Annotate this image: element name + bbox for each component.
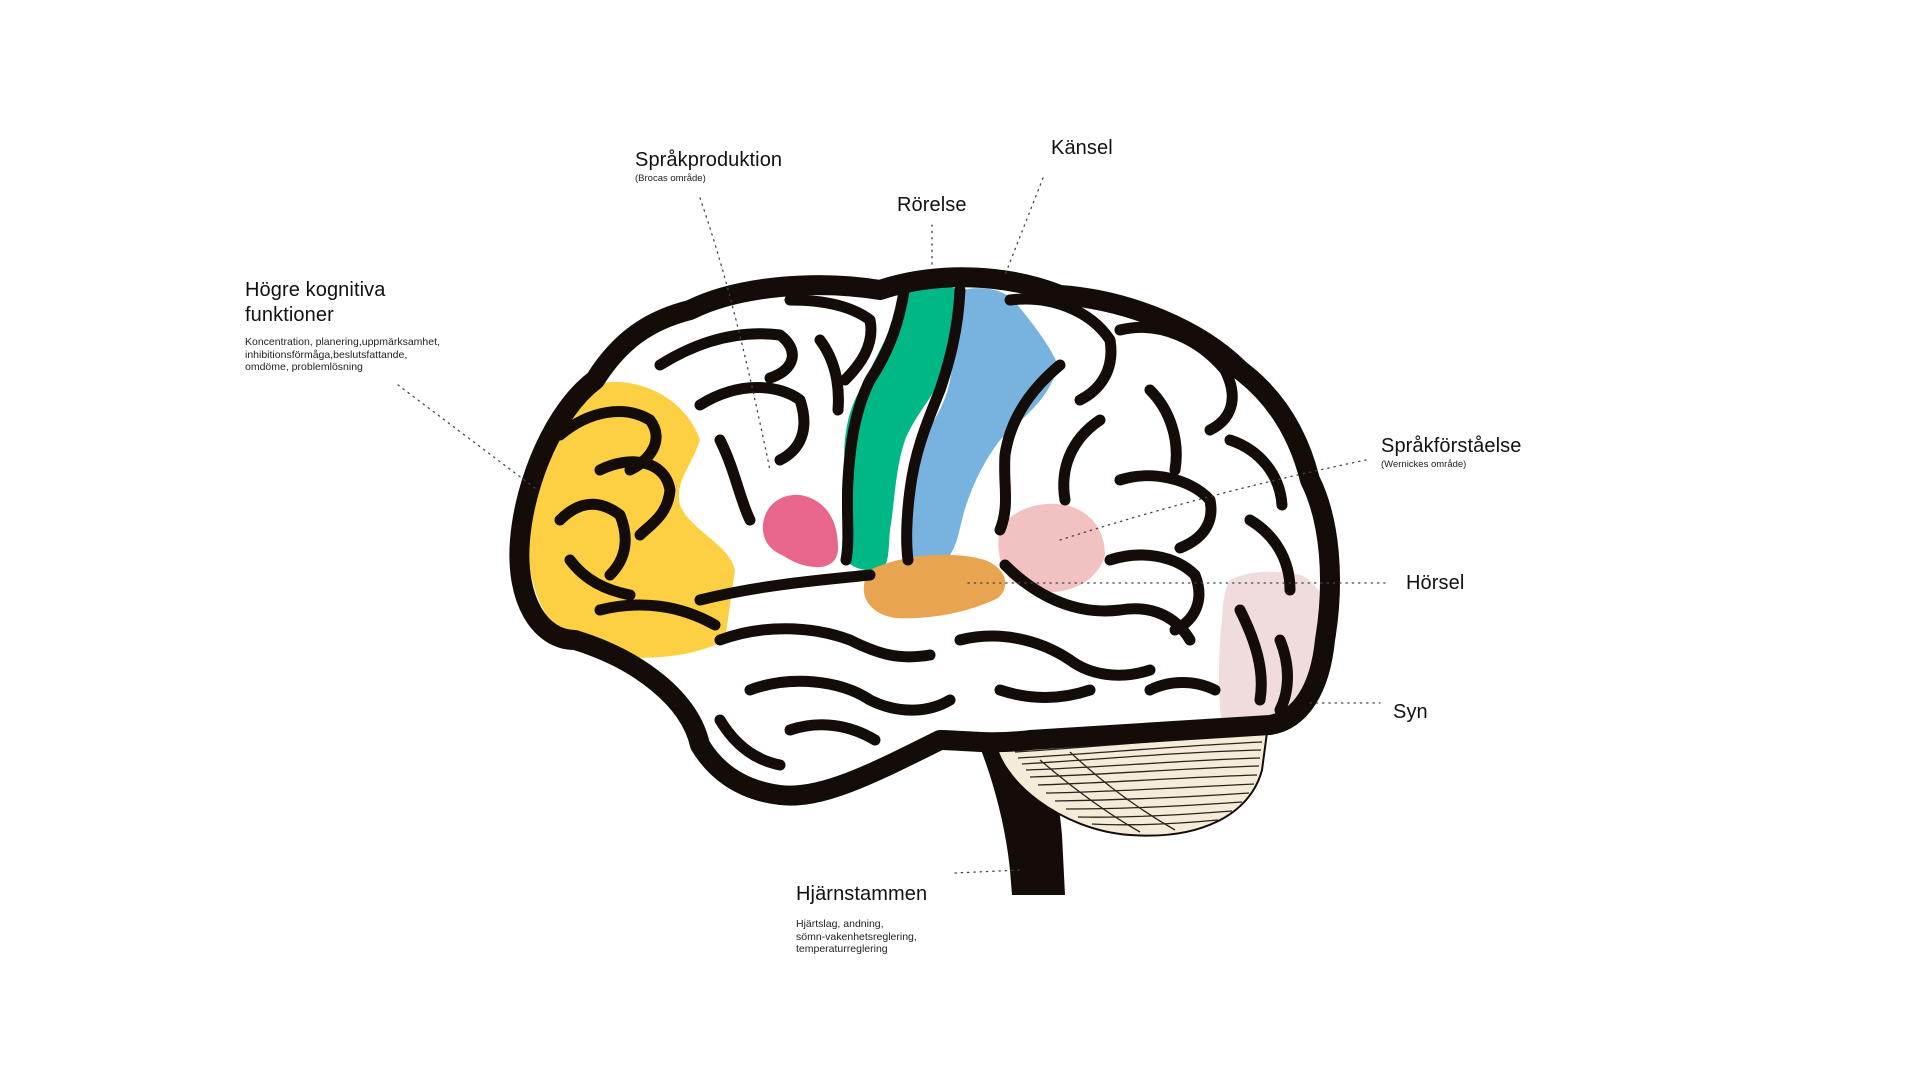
brainstem-desc-line2: sömn-vakenhetsreglering, — [796, 931, 927, 944]
cognitive-desc-line3: omdöme, problemlösning — [245, 361, 440, 374]
sensory-title: Känsel — [1051, 136, 1113, 161]
cognitive-desc-line1: Koncentration, planering,uppmärksamhet, — [245, 336, 440, 349]
label-motor: Rörelse — [897, 193, 967, 218]
wernicke-sub: (Wernickes område) — [1381, 459, 1521, 471]
label-broca: Språkproduktion (Brocas område) — [635, 148, 782, 185]
label-cognitive: Högre kognitiva funktioner Koncentration… — [245, 278, 440, 374]
brainstem-title: Hjärnstammen — [796, 882, 927, 907]
label-hearing: Hörsel — [1406, 571, 1464, 596]
leader-cognitive — [398, 385, 535, 488]
leader-sensory — [1005, 178, 1043, 275]
wernicke-title: Språkförståelse — [1381, 434, 1521, 459]
motor-title: Rörelse — [897, 193, 967, 218]
vision-title: Syn — [1393, 700, 1428, 725]
broca-sub: (Brocas område) — [635, 173, 782, 185]
brainstem-desc-line1: Hjärtslag, andning, — [796, 918, 927, 931]
hearing-title: Hörsel — [1406, 571, 1464, 596]
brainstem-desc-line3: temperaturreglering — [796, 943, 927, 956]
cognitive-title-line1: Högre kognitiva — [245, 278, 440, 303]
label-vision: Syn — [1393, 700, 1428, 725]
broca-title: Språkproduktion — [635, 148, 782, 173]
label-brainstem: Hjärnstammen Hjärtslag, andning, sömn-va… — [796, 882, 927, 956]
cognitive-desc-line2: inhibitionsförmåga,beslutsfattande, — [245, 349, 440, 362]
cognitive-title-line2: funktioner — [245, 303, 440, 328]
label-wernicke: Språkförståelse (Wernickes område) — [1381, 434, 1521, 471]
label-sensory: Känsel — [1051, 136, 1113, 161]
broca-region — [763, 495, 838, 567]
auditory-region — [864, 555, 1006, 619]
